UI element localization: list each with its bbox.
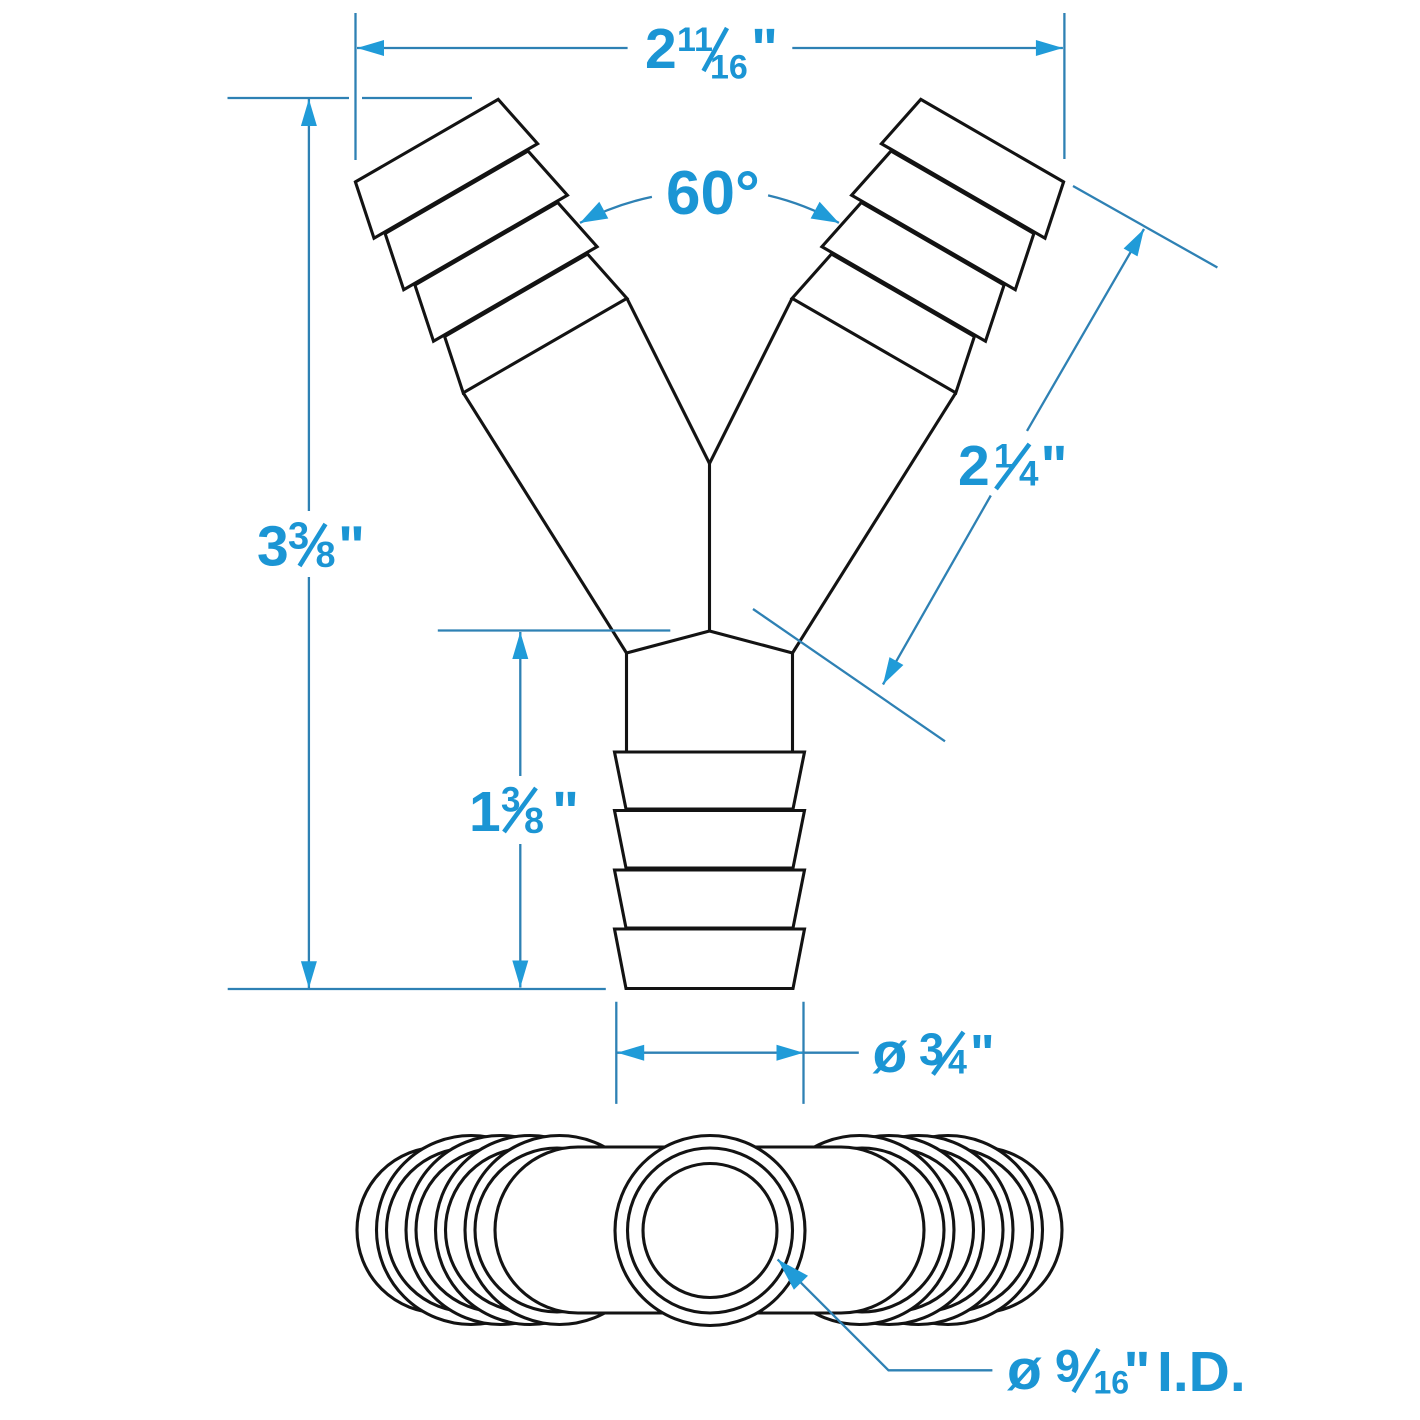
svg-text:3: 3 [288,516,309,558]
svg-text:": " [1124,1340,1151,1404]
svg-text:60°: 60° [666,159,760,228]
svg-text:": " [1041,434,1068,498]
svg-text:3: 3 [257,515,289,579]
svg-text:8: 8 [316,534,336,575]
svg-text:3: 3 [501,781,520,820]
svg-text:": " [552,780,579,844]
svg-text:16: 16 [1094,1365,1130,1401]
svg-text:16: 16 [710,49,748,87]
svg-text:": " [751,17,778,81]
svg-text:I.D.: I.D. [1157,1340,1246,1404]
svg-text:": " [338,515,365,579]
svg-text:1: 1 [994,438,1013,476]
svg-text:ø: ø [873,1021,908,1085]
svg-text:11: 11 [677,21,713,59]
svg-text:2: 2 [958,434,990,498]
svg-text:9: 9 [1055,1341,1080,1392]
svg-text:4: 4 [1019,455,1039,494]
svg-text:8: 8 [524,800,544,841]
svg-text:4: 4 [948,1044,967,1082]
svg-text:ø: ø [1007,1338,1042,1402]
svg-text:": " [970,1025,995,1083]
svg-text:1: 1 [469,780,501,844]
svg-text:2: 2 [645,17,677,81]
